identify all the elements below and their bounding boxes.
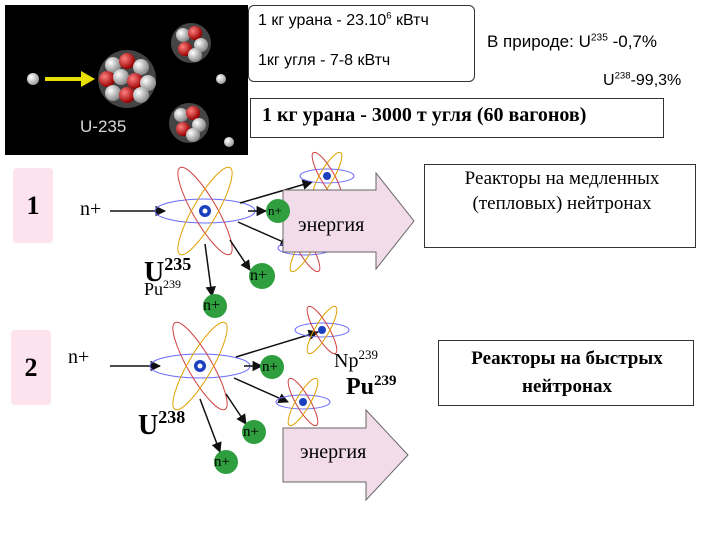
step-number-2: 2 xyxy=(11,330,51,405)
arrow-1-d xyxy=(230,240,250,270)
pu239-label: Pu239 xyxy=(144,278,181,298)
small-atom-2-mid xyxy=(276,375,330,429)
incoming-neutron-label-2: n+ xyxy=(68,347,89,367)
arrow-1-c xyxy=(238,222,290,245)
energy-label-1: энергия xyxy=(298,214,364,237)
neutron-label-1c: n+ xyxy=(203,298,220,314)
neutron-label-2b: n+ xyxy=(243,425,259,440)
slow-reactor-text: Реакторы на медленных (тепловых) нейтрон… xyxy=(428,166,696,216)
arrow-1-e xyxy=(205,244,212,296)
neutron-label-2c: n+ xyxy=(214,455,230,470)
arrow-2-d xyxy=(226,394,246,424)
pu239-product-label: Pu239 xyxy=(346,374,397,399)
u238-label: U238 xyxy=(138,408,185,440)
incoming-neutron-label-1: n+ xyxy=(80,199,101,219)
neutron-label-1a: n+ xyxy=(268,204,282,217)
energy-label-2: энергия xyxy=(300,441,366,464)
fast-reactor-text: Реакторы на быстрых нейтронах xyxy=(442,345,692,401)
step-number-1: 1 xyxy=(13,168,53,243)
neutron-label-2a: n+ xyxy=(262,360,278,375)
neutron-label-1b: n+ xyxy=(250,268,267,284)
np239-label: Np239 xyxy=(334,348,378,371)
